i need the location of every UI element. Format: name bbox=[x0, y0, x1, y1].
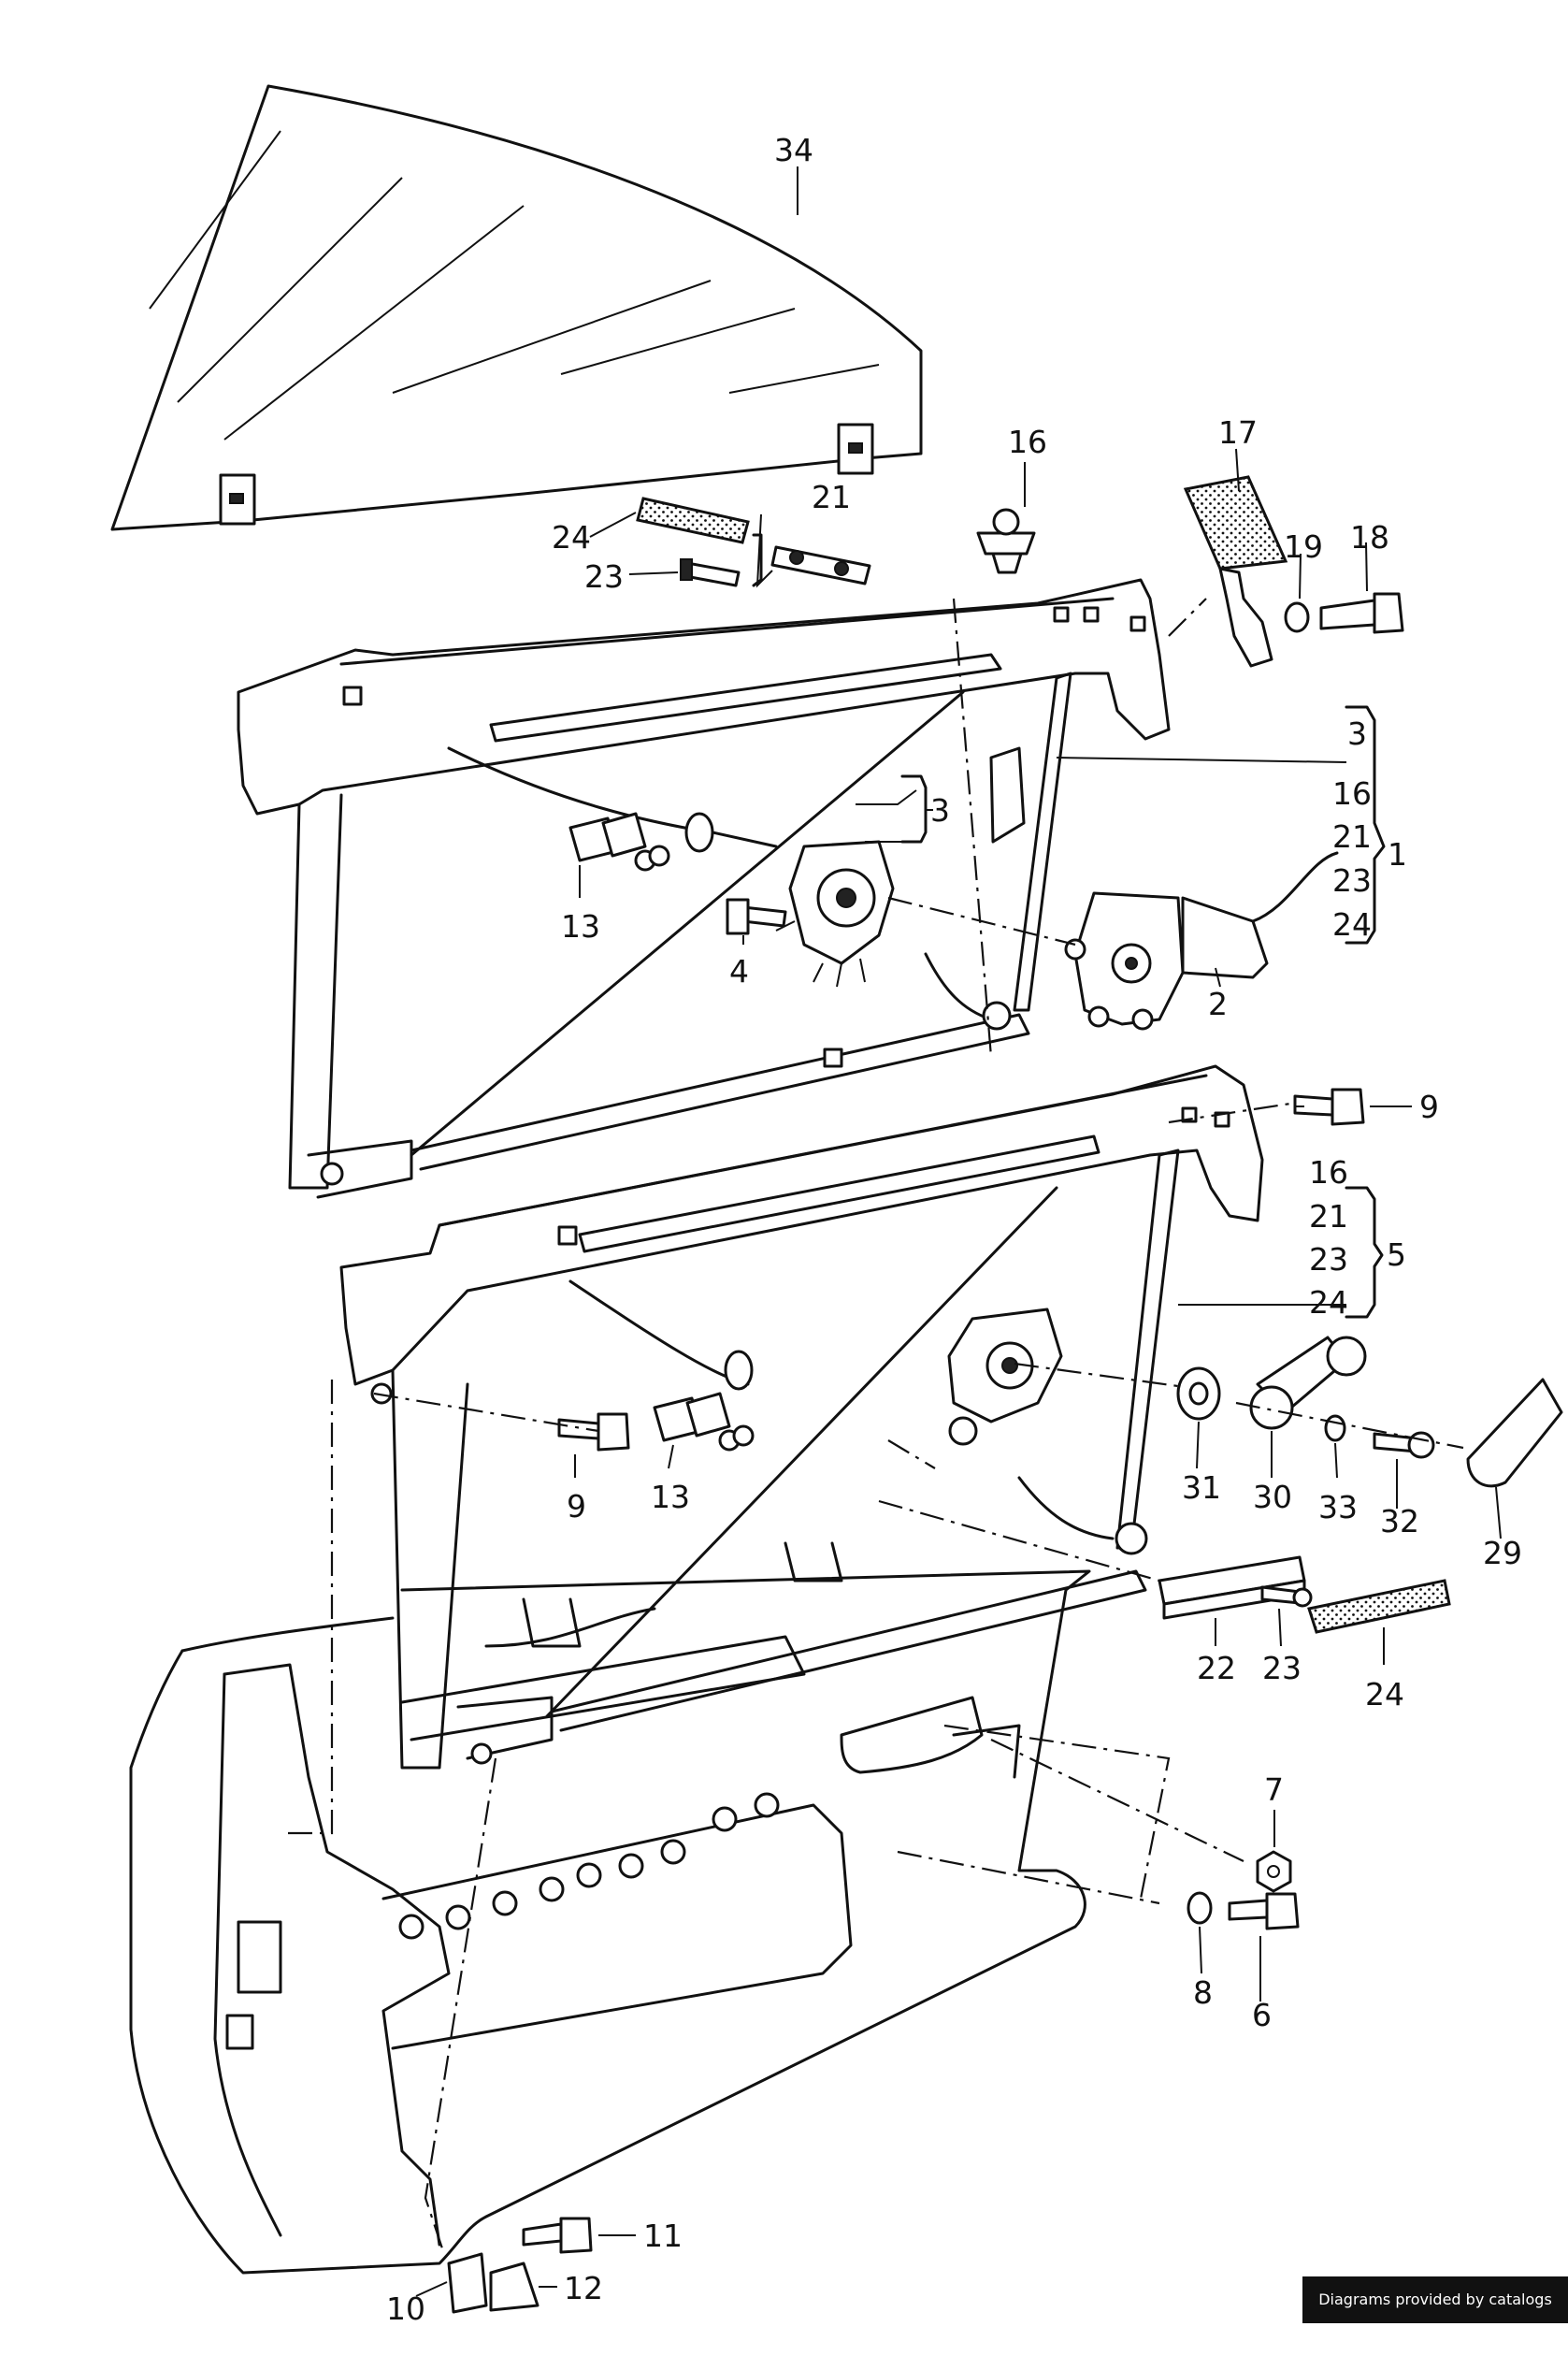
label-24-assembly: 24 bbox=[1332, 906, 1372, 943]
regulator-frame-lower bbox=[339, 1064, 1264, 1770]
label-6: 6 bbox=[1252, 1997, 1272, 2033]
label-9-upper: 9 bbox=[1419, 1089, 1439, 1125]
label-31: 31 bbox=[1182, 1469, 1221, 1506]
label-24-lower-assembly: 24 bbox=[1309, 1284, 1348, 1321]
crank-mechanism-upper bbox=[775, 840, 895, 988]
credit-badge: Diagrams provided by catalogs parts bbox=[1302, 2276, 1568, 2355]
guide-rod-24-lower bbox=[1307, 1579, 1451, 1634]
grommet-16 bbox=[976, 508, 1036, 574]
assembly-brackets bbox=[752, 533, 1386, 1319]
clips-13-lower bbox=[653, 1392, 755, 1452]
label-1: 1 bbox=[1388, 836, 1407, 873]
label-13-lower: 13 bbox=[651, 1479, 690, 1515]
bolt-23-lower bbox=[1260, 1585, 1313, 1608]
label-8: 8 bbox=[1193, 1974, 1213, 2011]
label-5: 5 bbox=[1387, 1236, 1406, 1273]
label-16-lower-assembly: 16 bbox=[1309, 1154, 1348, 1191]
leader-lines bbox=[415, 166, 1502, 2297]
label-30: 30 bbox=[1253, 1479, 1292, 1515]
label-13-upper: 13 bbox=[561, 908, 600, 945]
handle-30 bbox=[1249, 1336, 1367, 1430]
clip-12 bbox=[489, 2262, 539, 2312]
motor-2 bbox=[1064, 851, 1339, 1031]
screw-32 bbox=[1373, 1431, 1435, 1459]
label-23-lower-assembly: 23 bbox=[1309, 1241, 1348, 1278]
grommet-upper bbox=[684, 812, 778, 853]
label-12: 12 bbox=[564, 2270, 603, 2306]
washer-19 bbox=[1284, 601, 1310, 633]
label-21-top: 21 bbox=[812, 479, 851, 515]
window-glass bbox=[110, 84, 923, 531]
crank-mechanism-lower bbox=[947, 1308, 1063, 1446]
label-23-top: 23 bbox=[584, 558, 624, 595]
label-7: 7 bbox=[1264, 1771, 1284, 1808]
bolt-11 bbox=[522, 2217, 593, 2254]
door-shell bbox=[129, 1541, 1091, 2275]
label-16-assembly: 16 bbox=[1332, 775, 1372, 812]
washer-8 bbox=[1187, 1891, 1213, 1925]
guide-22 bbox=[1158, 1555, 1306, 1620]
label-16-top: 16 bbox=[1008, 424, 1047, 460]
label-21-assembly: 21 bbox=[1332, 818, 1372, 855]
label-11: 11 bbox=[643, 2218, 683, 2254]
label-33: 33 bbox=[1318, 1489, 1358, 1525]
label-10: 10 bbox=[386, 2291, 425, 2323]
label-34: 34 bbox=[774, 132, 813, 168]
washer-33 bbox=[1324, 1414, 1346, 1442]
regulator-frame-upper bbox=[237, 578, 1171, 1199]
clip-10 bbox=[447, 2252, 488, 2314]
bolt-23-top bbox=[680, 558, 741, 587]
bracket-17 bbox=[1183, 475, 1288, 668]
guide-rod-24 bbox=[636, 497, 750, 544]
label-2: 2 bbox=[1208, 986, 1228, 1022]
label-3-assembly: 3 bbox=[1347, 715, 1367, 752]
grommet-lower bbox=[724, 1350, 754, 1391]
label-21-lower-assembly: 21 bbox=[1309, 1198, 1348, 1235]
bolt-9-upper bbox=[1293, 1088, 1365, 1126]
knob-cover-29 bbox=[1466, 1378, 1563, 1488]
alignment-lines bbox=[281, 598, 1464, 2255]
bolt-6 bbox=[1228, 1892, 1300, 1930]
label-23-assembly: 23 bbox=[1332, 862, 1372, 899]
bolt-4 bbox=[726, 898, 787, 935]
label-29: 29 bbox=[1483, 1535, 1522, 1571]
label-18: 18 bbox=[1350, 519, 1389, 556]
label-19: 19 bbox=[1284, 528, 1323, 565]
label-4: 4 bbox=[729, 953, 749, 990]
label-32: 32 bbox=[1380, 1503, 1419, 1539]
label-17: 17 bbox=[1218, 414, 1258, 451]
guide-21-top bbox=[770, 545, 871, 585]
label-22: 22 bbox=[1197, 1650, 1236, 1686]
label-24-lower: 24 bbox=[1365, 1676, 1404, 1712]
label-24-top: 24 bbox=[552, 519, 591, 556]
label-3-crank: 3 bbox=[930, 792, 950, 829]
label-9-lower: 9 bbox=[567, 1488, 586, 1525]
bolt-18 bbox=[1319, 592, 1404, 634]
label-23-lower: 23 bbox=[1262, 1650, 1302, 1686]
washer-31 bbox=[1176, 1366, 1221, 1421]
bolt-9-lower bbox=[557, 1412, 630, 1452]
clips-13-upper bbox=[568, 812, 670, 872]
part-labels: 34 24 21 23 16 17 19 18 3 16 21 23 24 1 … bbox=[386, 132, 1522, 2323]
nut-7 bbox=[1256, 1850, 1292, 1893]
